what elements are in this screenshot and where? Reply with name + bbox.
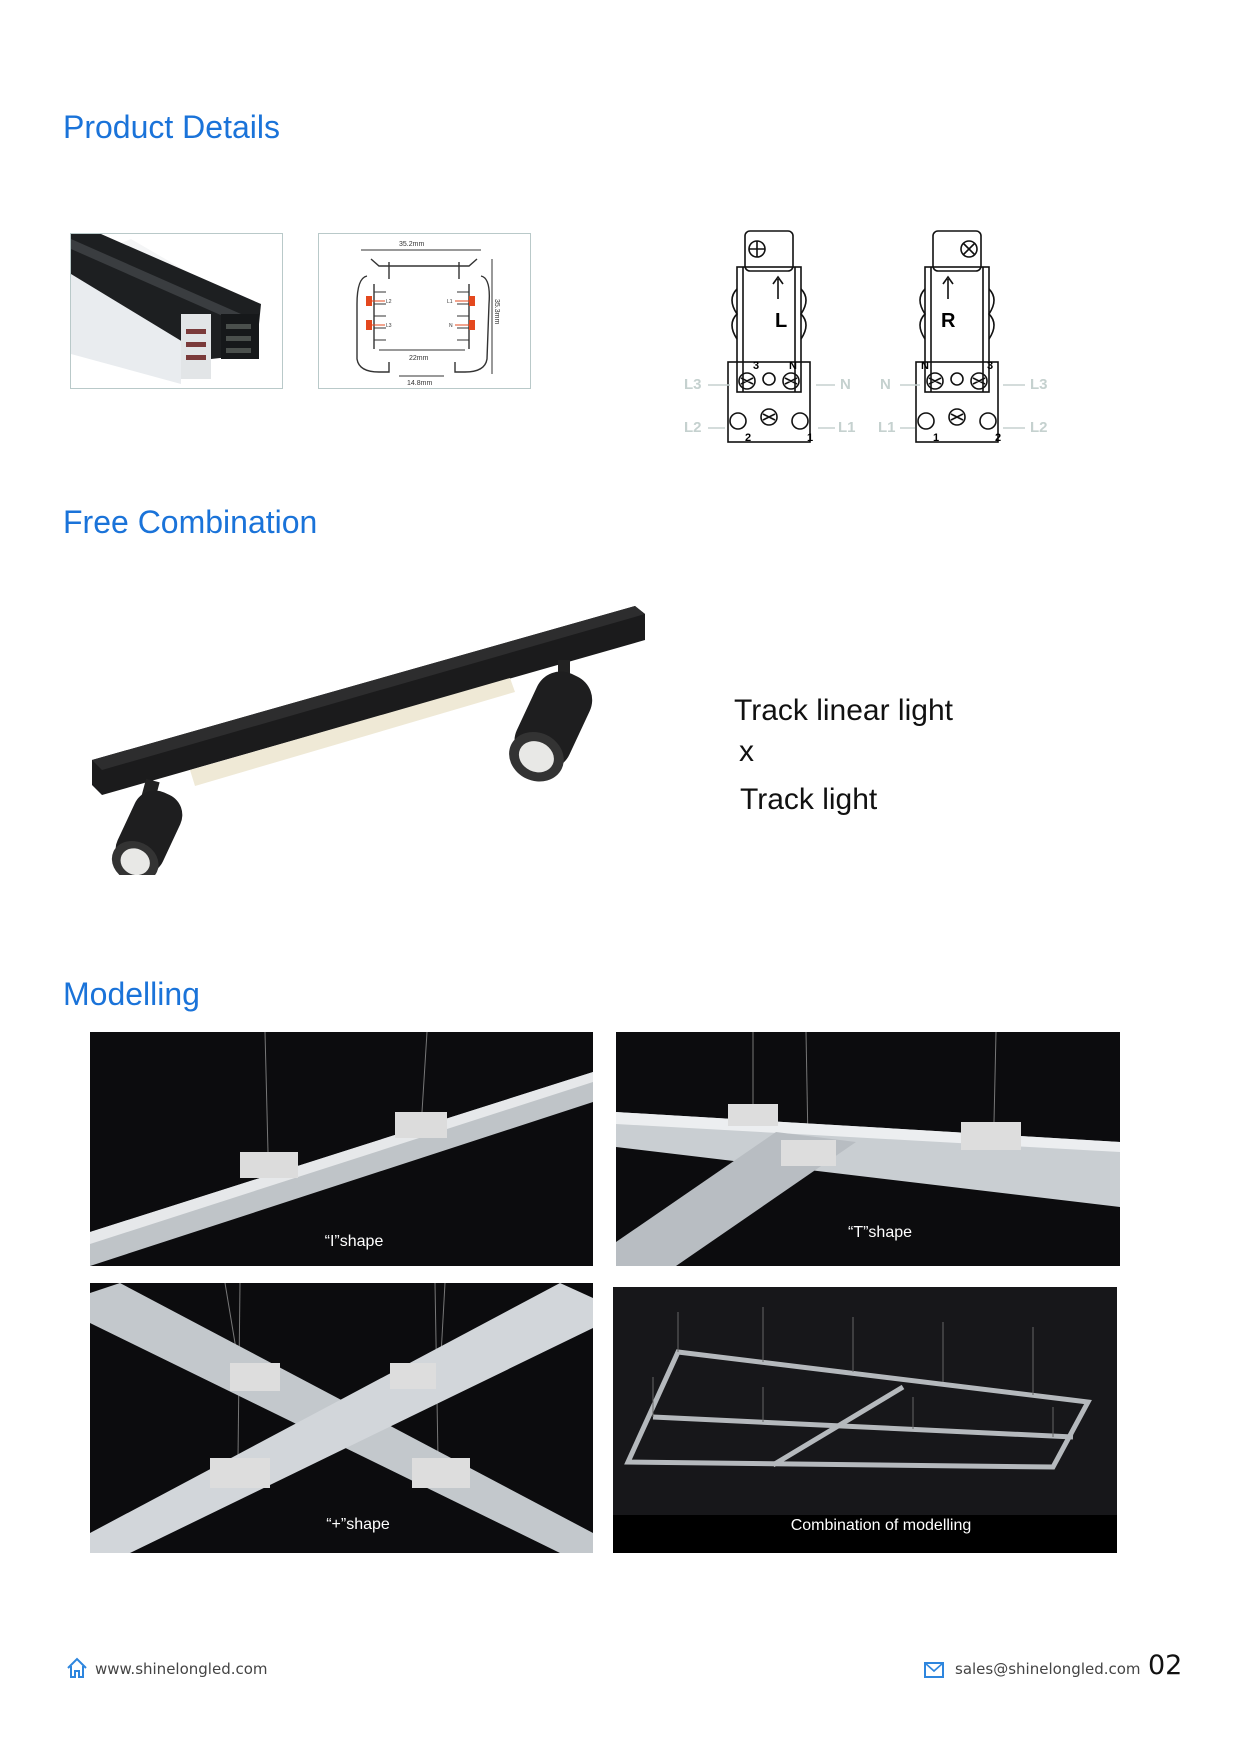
dim-opening: 14.8mm — [407, 380, 432, 387]
combination-line-3: Track light — [740, 783, 878, 816]
wire-lines — [708, 384, 1025, 429]
track-linear-light-photo — [92, 606, 645, 875]
terminal-label: 3 — [987, 360, 993, 372]
mail-icon — [924, 1662, 944, 1678]
dim-inner: 22mm — [409, 355, 429, 362]
footer-website-link[interactable]: www.shinelongled.com — [95, 1660, 268, 1678]
dim-height: 35.3mm — [493, 299, 500, 324]
combination-line-2: x — [739, 735, 754, 768]
label-n: N — [449, 323, 453, 329]
label-l2: L2 — [386, 299, 392, 305]
wire-label: L3 — [684, 376, 702, 393]
terminal-label: 2 — [995, 432, 1001, 444]
connector-mark-l: L — [775, 310, 787, 332]
section-title-free-combination: Free Combination — [63, 504, 318, 540]
section-title-product-details: Product Details — [63, 109, 280, 145]
left-connector-drawing: L 3 N 2 1 — [727, 230, 813, 444]
terminal-label: 1 — [807, 432, 813, 444]
wire-label: N — [880, 376, 891, 393]
right-connector-drawing: R N 3 1 2 — [915, 230, 1001, 444]
page-number: 02 — [1148, 1650, 1183, 1681]
home-icon — [67, 1657, 87, 1678]
combination-line-1: Track linear light — [734, 694, 953, 727]
profile-dimension-diagram: 35.2mm 35.3mm L2 L1 L3 N 22mm 14.8mm — [318, 233, 531, 389]
terminal-label: 1 — [933, 432, 939, 444]
connector-mark-r: R — [941, 310, 956, 332]
combination-photo: Combination of modelling — [613, 1287, 1117, 1553]
caption: Combination of modelling — [790, 1517, 972, 1534]
dim-width: 35.2mm — [399, 241, 424, 248]
plus-shape-photo: “+”shape — [90, 1283, 593, 1553]
label-l1: L1 — [447, 299, 453, 305]
wire-label: N — [840, 376, 851, 393]
terminal-label: N — [921, 360, 929, 372]
wire-label: L2 — [684, 419, 702, 436]
caption: “+”shape — [326, 1516, 390, 1533]
section-title-modelling: Modelling — [63, 976, 200, 1012]
wire-label: L1 — [878, 419, 896, 436]
i-shape-photo: “I”shape — [90, 1032, 593, 1266]
label-l3: L3 — [386, 323, 392, 329]
caption: “T”shape — [847, 1224, 913, 1241]
terminal-label: N — [789, 360, 797, 372]
wire-label: L1 — [838, 419, 856, 436]
terminal-label: 2 — [745, 432, 751, 444]
caption: “I”shape — [324, 1233, 384, 1250]
wire-label: L2 — [1030, 419, 1048, 436]
t-shape-photo: “T”shape — [616, 1032, 1120, 1266]
wire-label: L3 — [1030, 376, 1048, 393]
terminal-label: 3 — [753, 360, 759, 372]
footer-email-link[interactable]: sales@shinelongled.com — [955, 1660, 1141, 1678]
track-rail-photo — [70, 233, 283, 389]
